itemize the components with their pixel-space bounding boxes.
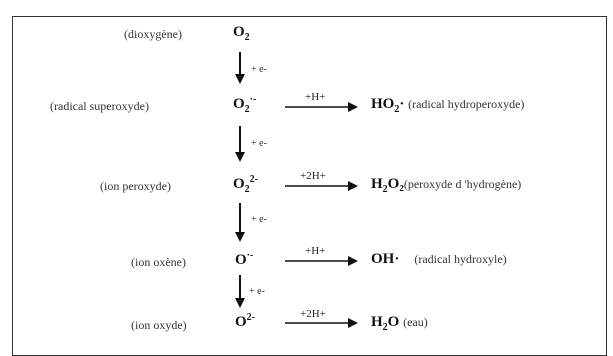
electron-step-3: + e-	[251, 214, 267, 225]
species-oxide-ion: O2-	[235, 312, 256, 331]
product-hydrogen-peroxide: H2O₂(peroxyde d 'hydrogène)	[371, 176, 522, 195]
product-hydroxyl-radical: OH· (radical hydroxyle)	[371, 251, 507, 267]
reagent-label-2: +2H+	[300, 170, 326, 182]
species-peroxide-ion: O22-	[233, 174, 259, 195]
level-name-peroxide: (ion peroxyde)	[100, 179, 171, 193]
level-name-superoxide: (radical superoxyde)	[50, 99, 149, 113]
level-name-oxide: (ion oxyde)	[131, 318, 187, 332]
reagent-label-1: +H+	[305, 91, 326, 103]
reagent-label-4: +2H+	[300, 308, 326, 320]
level-name-dioxygen: (dioxygène)	[124, 27, 182, 41]
oxygen-reduction-diagram: (dioxygène) (radical superoxyde) (ion pe…	[50, 24, 525, 333]
electron-step-1: + e-	[251, 64, 267, 75]
electron-step-4: + e-	[249, 286, 265, 297]
reagent-label-3: +H+	[305, 245, 326, 257]
arrows-layer	[235, 52, 358, 328]
electron-step-2: + e-	[251, 138, 267, 149]
product-hydroperoxyl: HO2· (radical hydroperoxyde)	[371, 96, 525, 115]
product-water: H2O (eau)	[371, 314, 428, 333]
species-superoxide: O2·-	[233, 94, 257, 115]
species-oxene-ion: O·-	[235, 250, 254, 269]
species-dioxygen: O2	[233, 24, 250, 43]
level-name-oxene: (ion oxène)	[131, 255, 186, 269]
